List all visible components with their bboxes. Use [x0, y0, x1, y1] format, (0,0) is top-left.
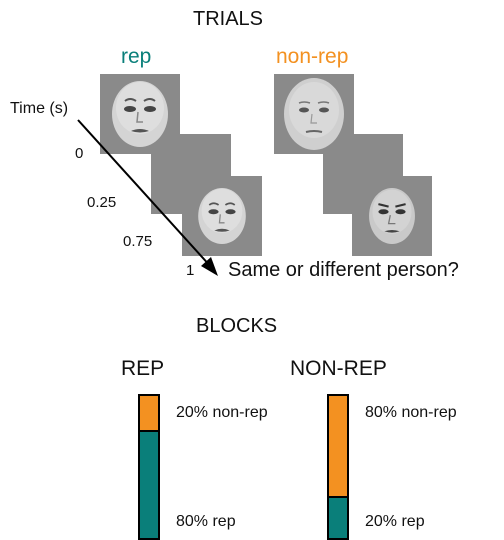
non-rep-block-bottom-label: 20% rep [365, 513, 425, 530]
face-image-rep-second [198, 187, 246, 245]
face-image-rep-first [112, 81, 168, 147]
task-question: Same or different person? [228, 259, 459, 281]
time-tick-0-75: 0.75 [123, 233, 153, 250]
time-tick-0-25: 0.25 [87, 194, 117, 211]
block-label-non-rep: NON-REP [290, 357, 387, 380]
time-tick-0: 0 [75, 145, 84, 162]
time-tick-1: 1 [186, 262, 195, 279]
rep-block-rep-segment [138, 430, 160, 540]
non-rep-condition-label: non-rep [276, 45, 349, 68]
rep-block-bottom-label: 80% rep [176, 513, 236, 530]
rep-block-non-rep-segment [138, 394, 160, 432]
non-rep-block-rep-segment [327, 496, 349, 540]
face-image-non-rep-first [284, 78, 344, 150]
non-rep-block-non-rep-segment [327, 394, 349, 498]
rep-block-top-label: 20% non-rep [176, 404, 268, 421]
face-image-non-rep-second [369, 187, 415, 245]
time-axis-label: Time (s) [10, 100, 69, 117]
time-arrow-head [201, 257, 218, 276]
time-arrow-line [77, 119, 213, 269]
rep-condition-label: rep [121, 45, 152, 68]
non-rep-block-top-label: 80% non-rep [365, 404, 457, 421]
trials-title: TRIALS [193, 8, 264, 30]
block-label-rep: REP [121, 357, 165, 380]
blocks-title: BLOCKS [196, 315, 278, 337]
